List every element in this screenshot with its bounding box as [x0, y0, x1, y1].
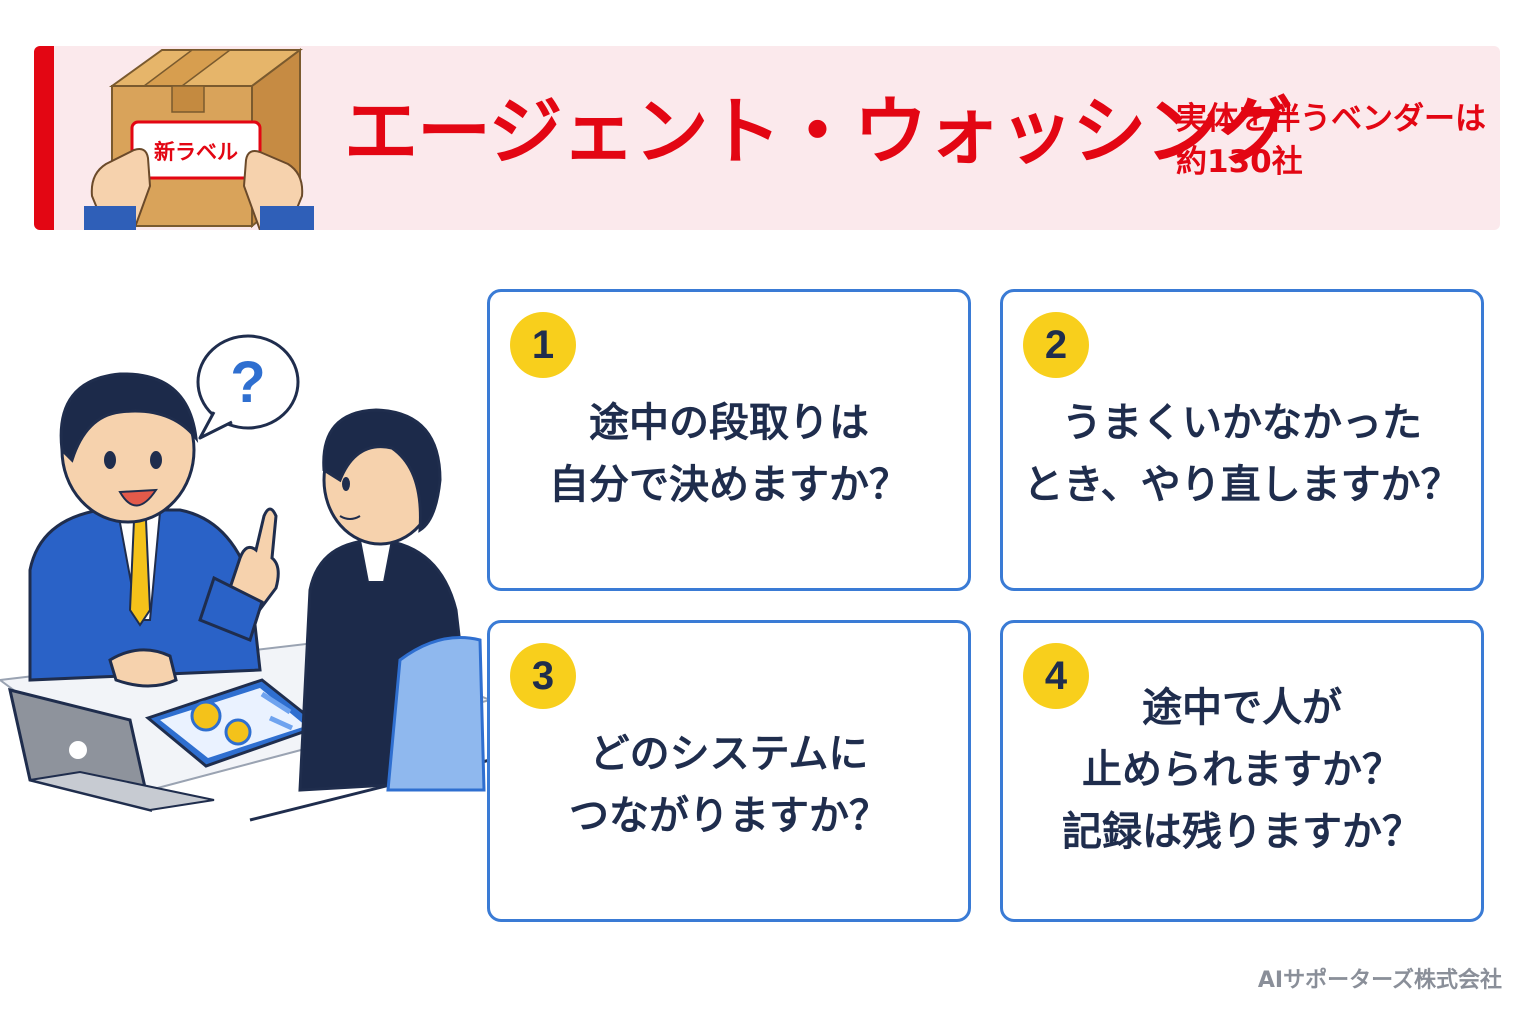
laptop-icon: [8, 687, 215, 813]
card-line: どのシステムに: [589, 731, 869, 777]
question-card-4: 4 途中で人が 止められますか？ 記録は残りますか？: [1000, 620, 1484, 922]
card-number-badge: 4: [1023, 643, 1089, 709]
card-question-text: 途中で人が 止められますか？ 記録は残りますか？: [1013, 677, 1471, 863]
card-question-text: どのシステムに つながりますか？: [500, 723, 958, 847]
question-mark-text: ?: [230, 350, 265, 415]
card-line: 止められますか？: [1082, 747, 1402, 793]
page-title: エージェント・ウォッシング: [344, 89, 1293, 175]
card-line: うまくいかなかった: [1062, 400, 1422, 446]
cardboard-box-illustration: 新ラベル: [84, 48, 314, 230]
card-line: とき、やり直しますか？: [1023, 462, 1461, 508]
question-card-1: 1 途中の段取りは 自分で決めますか？: [487, 289, 971, 591]
card-number-badge: 1: [510, 312, 576, 378]
card-line: 途中で人が: [1142, 685, 1342, 731]
business-meeting-illustration: ?: [0, 334, 490, 822]
box-label-text: 新ラベル: [154, 140, 238, 164]
company-credit: AIサポーターズ株式会社: [1257, 968, 1502, 993]
card-line: 途中の段取りは: [589, 400, 869, 446]
vendor-count-note: 実体を伴うベンダーは約130社: [1176, 101, 1486, 181]
card-question-text: うまくいかなかった とき、やり直しますか？: [1013, 392, 1471, 516]
card-line: つながりますか？: [569, 793, 889, 839]
header-accent-bar: [34, 46, 54, 230]
card-line: 記録は残りますか？: [1062, 809, 1422, 855]
question-card-2: 2 うまくいかなかった とき、やり直しますか？: [1000, 289, 1484, 591]
card-number-badge: 3: [510, 643, 576, 709]
card-line: 自分で決めますか？: [549, 462, 909, 508]
card-number-badge: 2: [1023, 312, 1089, 378]
question-card-3: 3 どのシステムに つながりますか？: [487, 620, 971, 922]
header-banner: 新ラベル エージェント・ウォッシング 実体を伴うベンダーは約130社: [34, 46, 1500, 230]
tablet-chart-icon: [144, 678, 324, 768]
card-question-text: 途中の段取りは 自分で決めますか？: [500, 392, 958, 516]
speech-bubble-icon: ?: [196, 334, 300, 440]
